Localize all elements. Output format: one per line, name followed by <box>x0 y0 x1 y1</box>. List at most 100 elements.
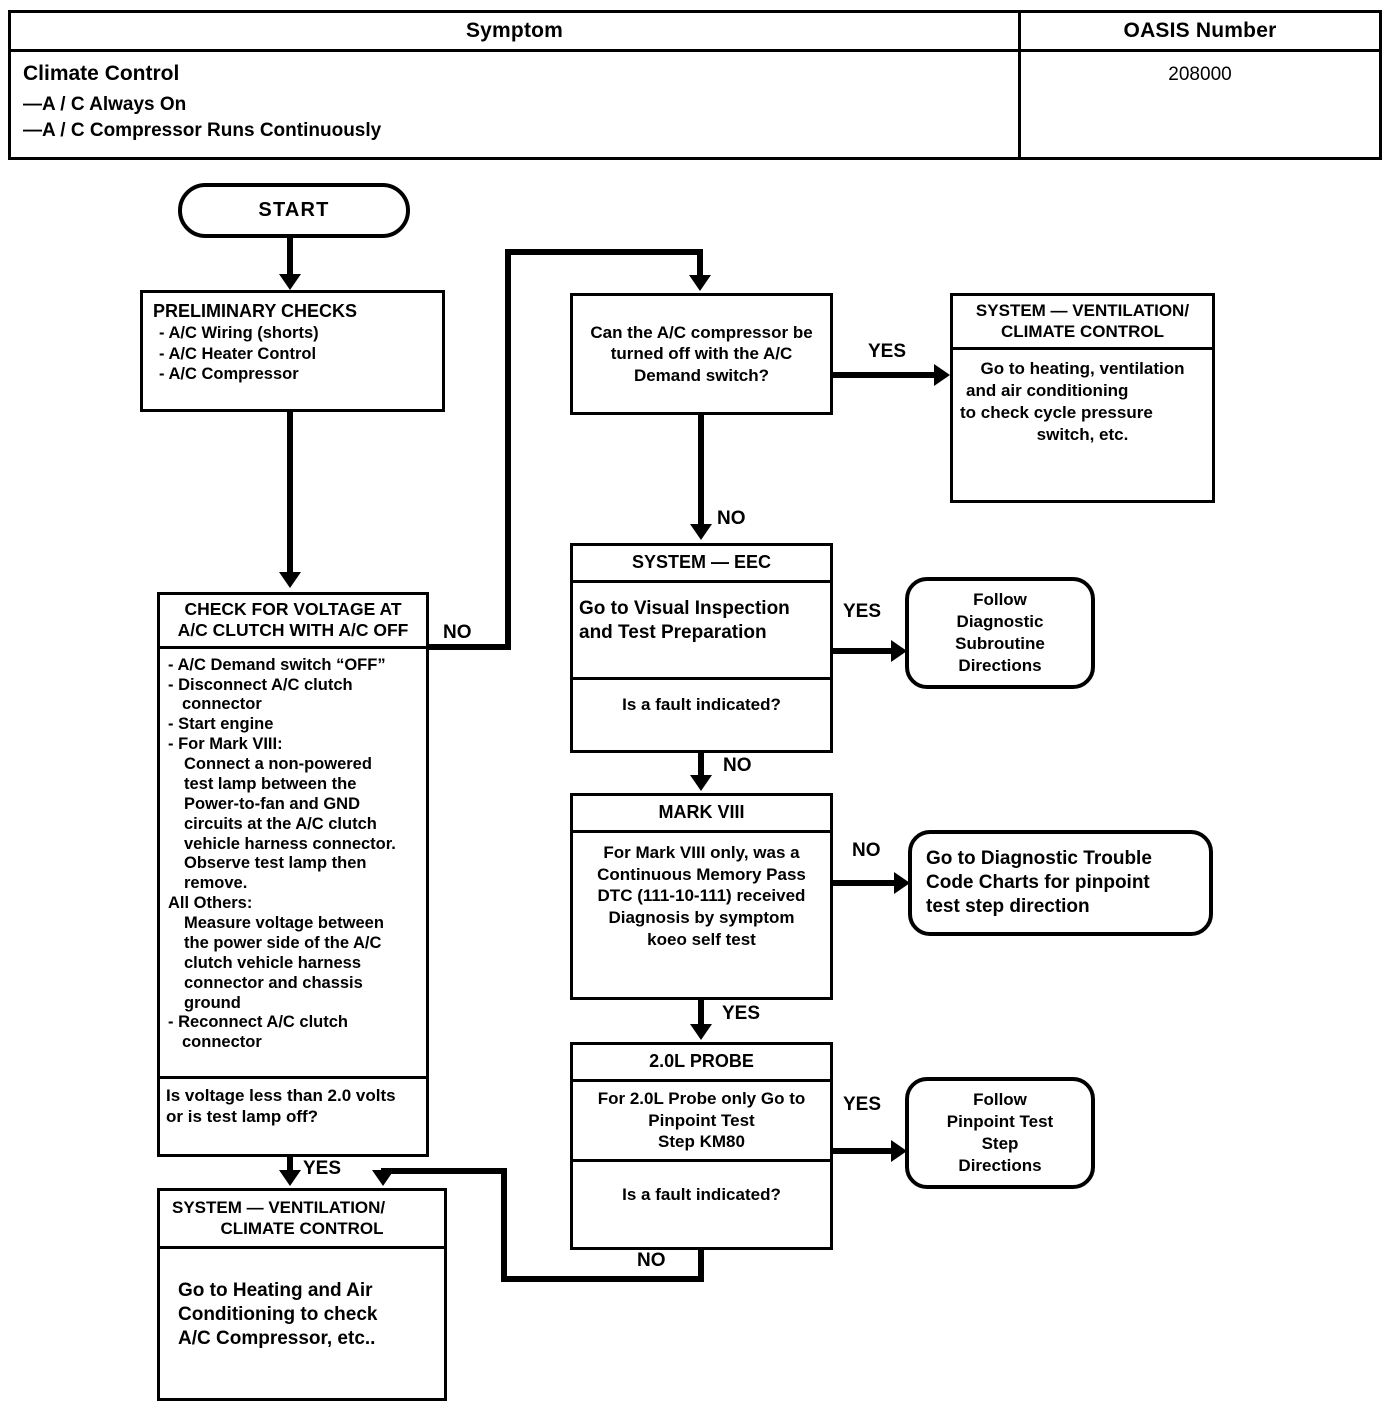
mark-body-line-3: DTC (111-10-111) received <box>597 886 806 906</box>
edge-probe-no-seg-up <box>501 1168 507 1282</box>
edge-label-eec-no: NO <box>723 755 752 776</box>
cv-item-18: ground <box>184 993 241 1012</box>
edge-label-compressor-yes: YES <box>868 341 907 362</box>
node-follow-diagnostic-subroutine[interactable]: Follow Diagnostic Subroutine Directions <box>905 577 1095 689</box>
table-header-row: Symptom OASIS Number <box>11 13 1379 52</box>
vent-bottom-title-line-1: SYSTEM — VENTILATION/ <box>172 1198 386 1217</box>
follow-pinpoint-line-4: Directions <box>958 1156 1042 1176</box>
vent-top-body-line-4: switch, etc. <box>1036 424 1129 444</box>
eec-question: Is a fault indicated? <box>573 680 830 729</box>
cv-item-6: Connect a non-powered <box>184 755 372 774</box>
cv-item-20: connector <box>182 1033 262 1052</box>
vent-top-body-line-3: to check cycle pressure <box>960 402 1153 422</box>
symptom-header-table: Symptom OASIS Number Climate Control —A … <box>8 10 1382 160</box>
table-body-row: Climate Control —A / C Always On —A / C … <box>11 52 1379 157</box>
vent-top-title: SYSTEM — VENTILATION/ CLIMATE CONTROL <box>953 296 1212 351</box>
mark-title-label: MARK VIII <box>658 802 745 822</box>
mark-body: For Mark VIII only, was a Continuous Mem… <box>573 833 830 960</box>
edge-probe-no-seg-down <box>698 1250 704 1282</box>
edge-start-to-preliminary <box>287 238 293 276</box>
cv-item-3: connector <box>182 695 262 714</box>
mark-body-line-4: Diagnosis by symptom <box>608 908 795 928</box>
vent-bottom-body: Go to Heating and Air Conditioning to ch… <box>160 1249 444 1356</box>
edge-label-probe-yes: YES <box>843 1094 882 1115</box>
node-preliminary-checks[interactable]: PRELIMINARY CHECKS - A/C Wiring (shorts)… <box>140 290 445 412</box>
arrowhead-eec-yes <box>891 640 907 662</box>
cv-item-4: - Start engine <box>168 715 274 734</box>
header-cell-oasis: OASIS Number <box>1021 13 1379 49</box>
node-follow-pinpoint[interactable]: Follow Pinpoint Test Step Directions <box>905 1077 1095 1189</box>
arrowhead-cv-yes <box>279 1170 301 1186</box>
cv-item-13: All Others: <box>168 894 253 913</box>
follow-diag-line-1: Follow <box>973 589 1027 609</box>
mark-body-line-5: koeo self test <box>647 929 756 949</box>
node-20l-probe[interactable]: 2.0L PROBE For 2.0L Probe only Go to Pin… <box>570 1042 833 1250</box>
node-dtc-charts[interactable]: Go to Diagnostic Trouble Code Charts for… <box>908 830 1213 936</box>
edge-eec-no-seg <box>698 753 704 778</box>
edge-compressor-no-seg <box>698 415 704 527</box>
edge-cv-no-seg-top <box>505 249 703 255</box>
edge-probe-no-seg-toparrow <box>381 1168 507 1174</box>
vent-bottom-title-line-2: CLIMATE CONTROL <box>220 1218 384 1238</box>
node-compressor-question[interactable]: Can the A/C compressor be turned off wit… <box>570 293 833 415</box>
probe-body: For 2.0L Probe only Go to Pinpoint Test … <box>573 1082 830 1163</box>
arrowhead-eec-no <box>690 775 712 791</box>
edge-label-mark-no: NO <box>852 840 881 861</box>
preliminary-content: PRELIMINARY CHECKS - A/C Wiring (shorts)… <box>143 293 442 393</box>
arrowhead-preliminary-to-check-voltage <box>279 572 301 588</box>
edge-cv-no-seg-right <box>429 644 511 650</box>
vent-top-title-line-2: CLIMATE CONTROL <box>1000 321 1165 341</box>
check-voltage-question: Is voltage less than 2.0 volts or is tes… <box>160 1079 426 1134</box>
arrowhead-start-to-preliminary <box>279 274 301 290</box>
compressor-q-line-2: turned off with the A/C <box>610 344 793 364</box>
preliminary-item-3: - A/C Compressor <box>159 365 299 384</box>
probe-question-label: Is a fault indicated? <box>622 1185 781 1205</box>
follow-pinpoint-line-1: Follow <box>973 1089 1027 1109</box>
node-check-voltage[interactable]: CHECK FOR VOLTAGE AT A/C CLUTCH WITH A/C… <box>157 592 429 1157</box>
node-start-label: START <box>258 199 330 221</box>
dtc-line-2: Code Charts for pinpoint <box>926 872 1150 894</box>
follow-pinpoint-line-2: Pinpoint Test <box>946 1111 1054 1131</box>
node-start[interactable]: START <box>178 183 410 238</box>
probe-body-line-1: For 2.0L Probe only Go to <box>597 1088 806 1108</box>
compressor-q-line-3: Demand switch? <box>633 365 770 385</box>
eec-question-label: Is a fault indicated? <box>622 694 781 714</box>
body-cell-oasis: 208000 <box>1021 52 1379 157</box>
node-vent-climate-bottom[interactable]: SYSTEM — VENTILATION/ CLIMATE CONTROL Go… <box>157 1188 447 1401</box>
column-header-symptom: Symptom <box>465 19 564 42</box>
column-header-oasis: OASIS Number <box>1123 19 1277 42</box>
edge-eec-yes-seg <box>833 648 896 654</box>
arrowhead-mark-yes <box>690 1024 712 1040</box>
node-system-eec[interactable]: SYSTEM — EEC Go to Visual Inspection and… <box>570 543 833 753</box>
arrowhead-compressor-yes <box>934 364 950 386</box>
mark-body-line-2: Continuous Memory Pass <box>597 864 806 884</box>
edge-mark-no-seg <box>833 880 899 886</box>
cv-item-17: connector and chassis <box>184 973 363 992</box>
cv-item-9: circuits at the A/C clutch <box>184 814 377 833</box>
cv-item-10: vehicle harness connector. <box>184 834 396 853</box>
cv-item-11: Observe test lamp then <box>184 854 367 873</box>
cv-item-7: test lamp between the <box>184 774 357 793</box>
compressor-question-content: Can the A/C compressor be turned off wit… <box>573 322 830 386</box>
probe-body-line-3: Step KM80 <box>658 1132 745 1152</box>
edge-label-eec-yes: YES <box>843 601 882 622</box>
cv-item-8: Power-to-fan and GND <box>184 794 360 813</box>
edge-probe-no-seg-left <box>501 1276 704 1282</box>
probe-title: 2.0L PROBE <box>573 1045 830 1082</box>
follow-pinpoint-line-3: Step <box>981 1134 1019 1153</box>
node-mark-viii[interactable]: MARK VIII For Mark VIII only, was a Cont… <box>570 793 833 1000</box>
edge-label-mark-yes: YES <box>722 1003 761 1024</box>
dtc-charts-content: Go to Diagnostic Trouble Code Charts for… <box>912 847 1209 918</box>
check-voltage-steps: - A/C Demand switch “OFF” - Disconnect A… <box>160 649 426 1079</box>
vent-bottom-body-line-3: A/C Compressor, etc.. <box>178 1327 376 1349</box>
vent-bottom-body-line-1: Go to Heating and Air <box>178 1280 373 1302</box>
preliminary-item-1: - A/C Wiring (shorts) <box>159 323 319 342</box>
cv-item-19: - Reconnect A/C clutch <box>168 1013 348 1032</box>
dtc-line-1: Go to Diagnostic Trouble <box>926 848 1152 870</box>
vent-bottom-title: SYSTEM — VENTILATION/ CLIMATE CONTROL <box>160 1191 444 1250</box>
eec-body-line-1: Go to Visual Inspection <box>579 597 790 619</box>
check-voltage-title: CHECK FOR VOLTAGE AT A/C CLUTCH WITH A/C… <box>160 595 426 649</box>
node-vent-climate-top[interactable]: SYSTEM — VENTILATION/ CLIMATE CONTROL Go… <box>950 293 1215 503</box>
edge-probe-yes-seg <box>833 1148 896 1154</box>
cv-item-16: clutch vehicle harness <box>184 953 361 972</box>
